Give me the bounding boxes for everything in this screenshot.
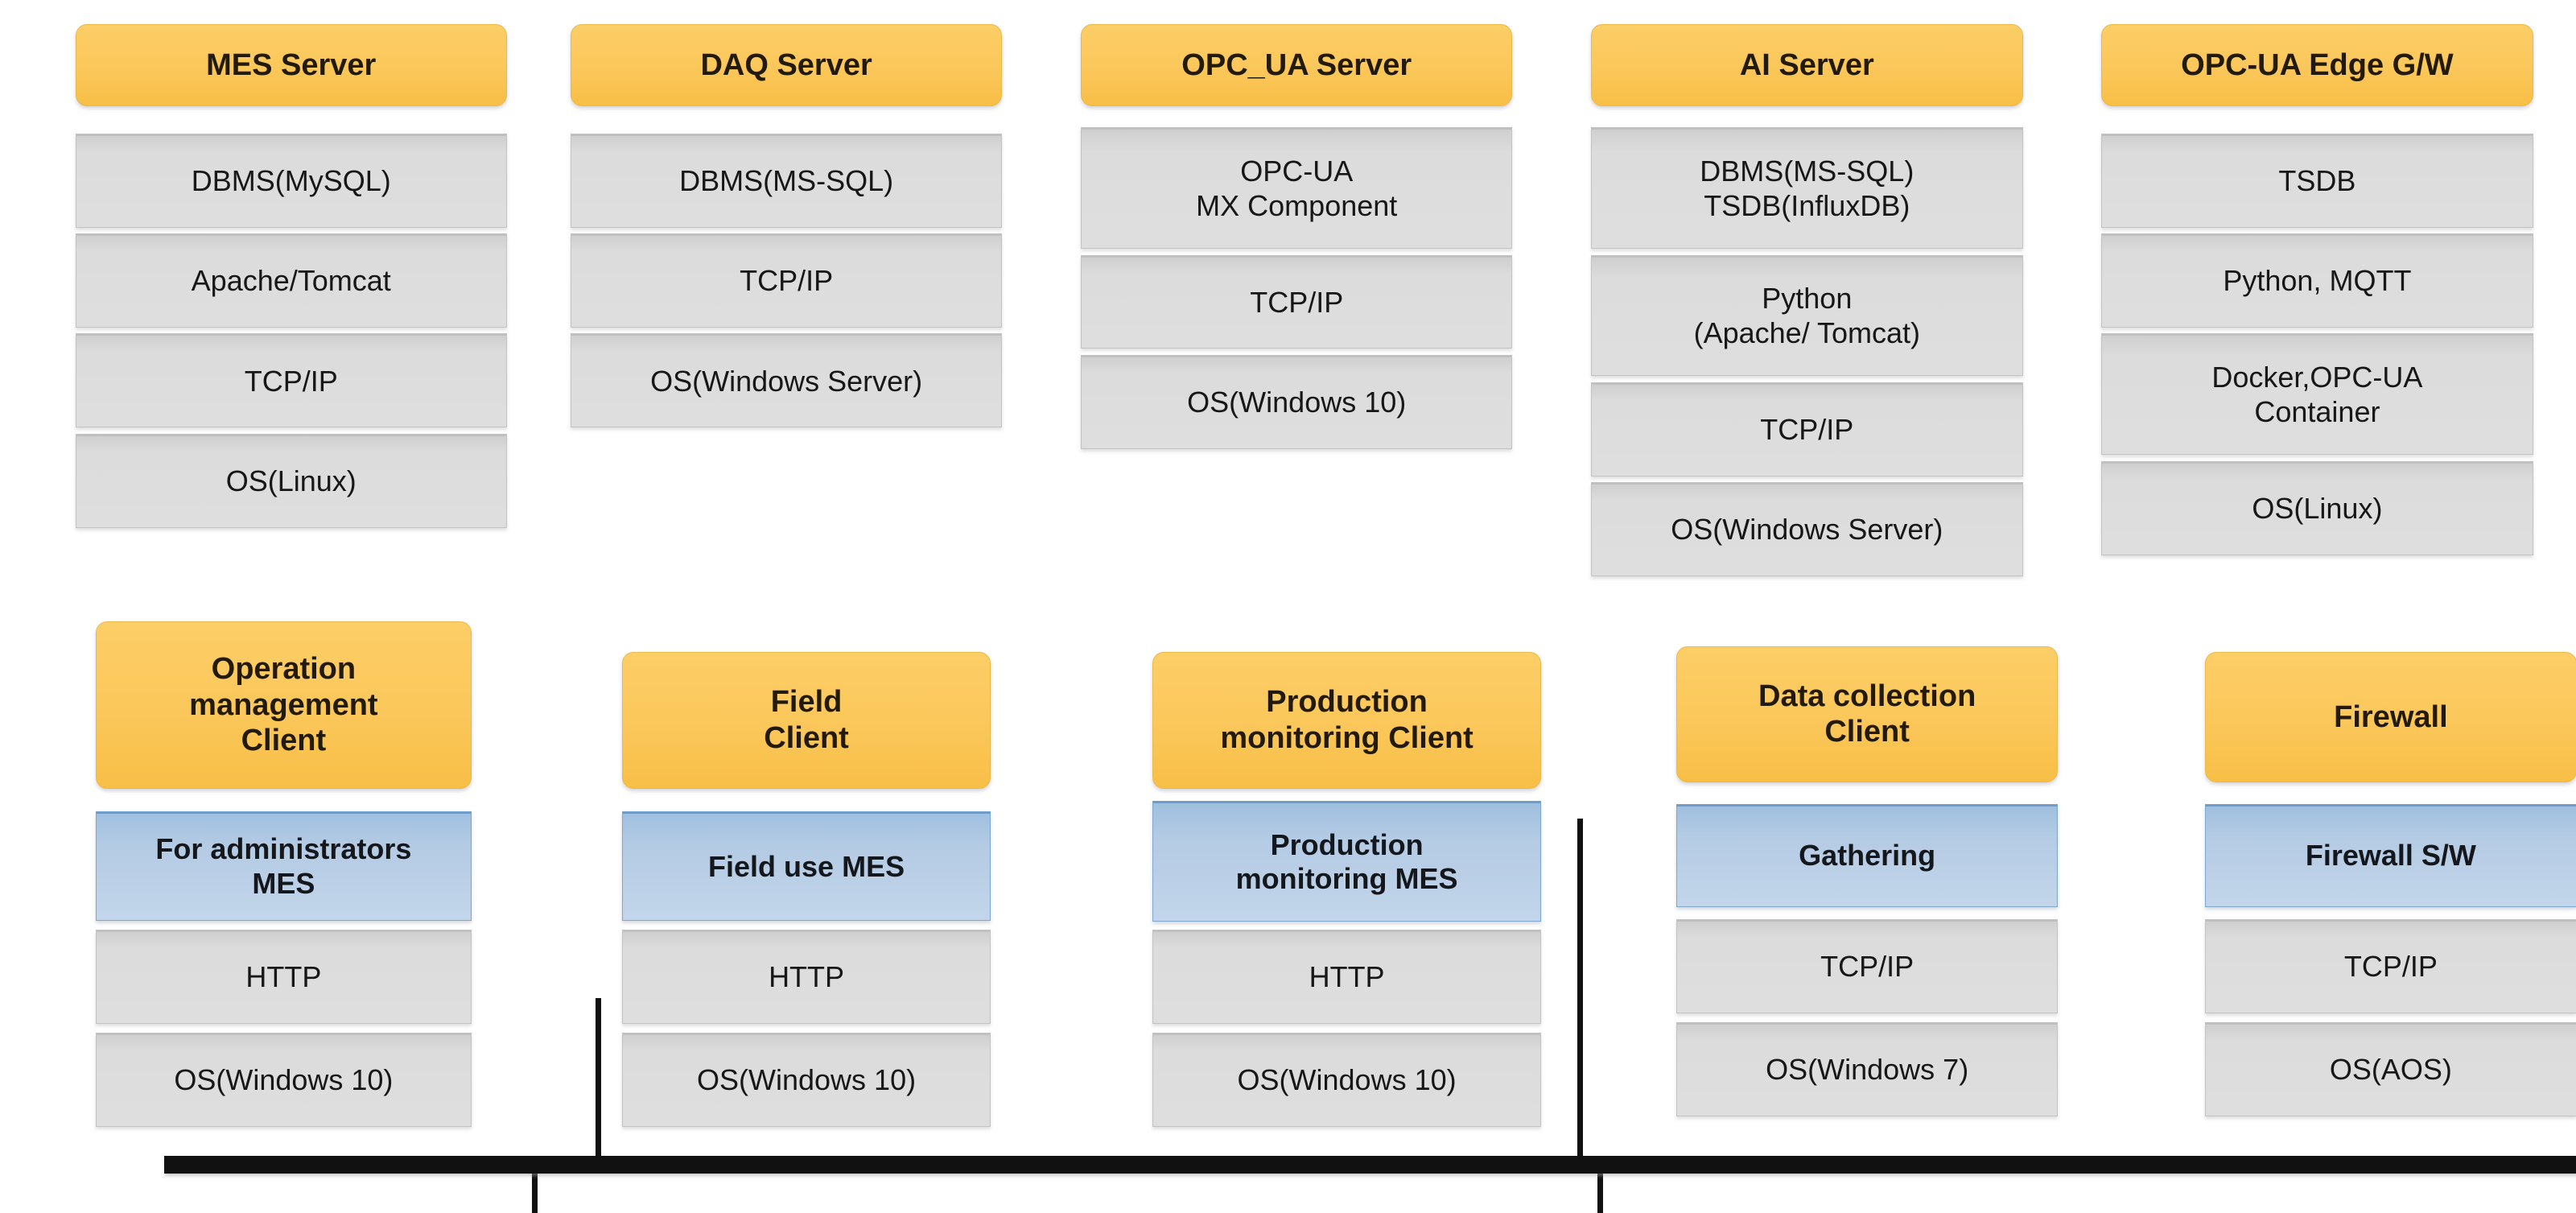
- edge-gateway-layer-docker[interactable]: Docker,OPC-UA Container: [2101, 333, 2533, 456]
- field-client-app[interactable]: Field use MES: [622, 811, 991, 921]
- field-client-layer-http[interactable]: HTTP: [622, 929, 991, 1024]
- operation-management-client-connector: [532, 1164, 538, 1213]
- production-monitoring-client-header[interactable]: Production monitoring Client: [1152, 652, 1541, 789]
- data-collection-client-header[interactable]: Data collection Client: [1676, 646, 2059, 783]
- ai-server-layer-tcpip[interactable]: TCP/IP: [1591, 382, 2023, 477]
- edge-gateway-header[interactable]: OPC-UA Edge G/W: [2101, 24, 2533, 106]
- edge-gateway-layer-tsdb[interactable]: TSDB: [2101, 133, 2533, 228]
- ai-server-header[interactable]: AI Server: [1591, 24, 2023, 106]
- production-monitoring-client-layer-os[interactable]: OS(Windows 10): [1152, 1033, 1541, 1127]
- ai-server-layer-dbms[interactable]: DBMS(MS-SQL) TSDB(InfluxDB): [1591, 127, 2023, 249]
- field-client-header[interactable]: Field Client: [622, 652, 991, 789]
- ai-server-layer-python[interactable]: Python (Apache/ Tomcat): [1591, 254, 2023, 377]
- opc-ua-server-layer-tcpip[interactable]: TCP/IP: [1081, 254, 1513, 349]
- operation-management-client-layer-os[interactable]: OS(Windows 10): [95, 1033, 472, 1127]
- network-bus: [163, 1155, 2576, 1174]
- firewall-layer-os[interactable]: OS(AOS): [2205, 1021, 2576, 1116]
- daq-server-layer-dbms[interactable]: DBMS(MS-SQL): [570, 133, 1003, 228]
- mes-server-layer-apache[interactable]: Apache/Tomcat: [75, 233, 507, 328]
- mes-server-connector: [596, 997, 602, 1168]
- data-collection-client-app[interactable]: Gathering: [1676, 803, 2059, 907]
- field-client-connector: [1597, 1164, 1604, 1213]
- edge-gateway-layer-os[interactable]: OS(Linux): [2101, 460, 2533, 555]
- edge-gateway-layer-python-mqtt[interactable]: Python, MQTT: [2101, 233, 2533, 328]
- operation-management-client-app[interactable]: For administrators MES: [95, 811, 472, 921]
- data-collection-client-layer-os[interactable]: OS(Windows 7): [1676, 1021, 2059, 1116]
- ai-server-layer-os[interactable]: OS(Windows Server): [1591, 482, 2023, 576]
- firewall-layer-tcpip[interactable]: TCP/IP: [2205, 918, 2576, 1013]
- firewall-app[interactable]: Firewall S/W: [2205, 803, 2576, 907]
- mes-server-layer-tcpip[interactable]: TCP/IP: [75, 333, 507, 428]
- operation-management-client-layer-http[interactable]: HTTP: [95, 929, 472, 1024]
- opc-ua-server-layer-component[interactable]: OPC-UA MX Component: [1081, 127, 1513, 249]
- production-monitoring-client-layer-http[interactable]: HTTP: [1152, 929, 1541, 1024]
- production-monitoring-client-app[interactable]: Production monitoring MES: [1152, 800, 1541, 922]
- data-collection-client-layer-tcpip[interactable]: TCP/IP: [1676, 918, 2059, 1013]
- opc-ua-server-layer-os[interactable]: OS(Windows 10): [1081, 354, 1513, 449]
- operation-management-client-header[interactable]: Operation management Client: [95, 621, 472, 789]
- daq-server-connector: [1577, 819, 1584, 1168]
- mes-server-layer-dbms[interactable]: DBMS(MySQL): [75, 133, 507, 228]
- daq-server-header[interactable]: DAQ Server: [570, 24, 1003, 106]
- mes-server-header[interactable]: MES Server: [75, 24, 507, 106]
- daq-server-layer-tcpip[interactable]: TCP/IP: [570, 233, 1003, 328]
- firewall-header[interactable]: Firewall: [2205, 652, 2576, 783]
- daq-server-layer-os[interactable]: OS(Windows Server): [570, 333, 1003, 428]
- opc-ua-server-header[interactable]: OPC_UA Server: [1081, 24, 1513, 106]
- field-client-layer-os[interactable]: OS(Windows 10): [622, 1033, 991, 1127]
- mes-server-layer-os[interactable]: OS(Linux): [75, 433, 507, 528]
